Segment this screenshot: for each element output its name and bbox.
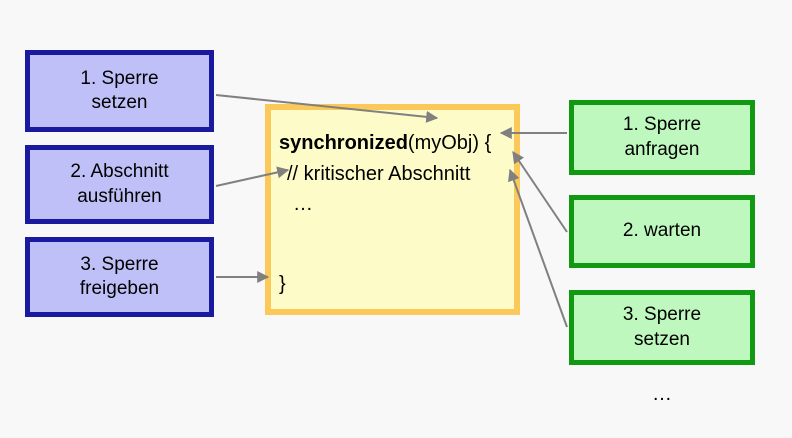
left-step-box-2: 2. Abschnitt ausführen (25, 145, 214, 224)
code-line-3-ellipsis: … (293, 193, 313, 215)
left-step-box-3-line-1: 3. Sperre (80, 253, 159, 275)
right-step-box-1-line-1: 1. Sperre (622, 114, 702, 136)
left-step-box-1-line-1: 1. Sperre (80, 67, 159, 89)
left-step-box-1: 1. Sperre setzen (25, 50, 214, 132)
left-step-box-3-line-2: freigeben (79, 278, 160, 299)
right-step-box-1: 1. Sperre anfragen (569, 100, 755, 175)
code-line-1: synchronized(myObj) { (279, 133, 491, 153)
arrow-right-2-to-code (512, 151, 568, 233)
code-keyword-synchronized: synchronized (279, 132, 408, 154)
code-line-4-closing-brace: } (279, 273, 286, 295)
right-step-box-1-line-2: anfragen (624, 138, 700, 160)
left-step-box-2-line-1: 2. Abschnitt (70, 161, 169, 183)
code-block: synchronized(myObj) { // kritischer Absc… (265, 104, 520, 315)
code-line-1-rest: (myObj) { (407, 132, 492, 154)
right-step-box-2-line-1: 2. warten (622, 220, 702, 242)
right-step-box-3-line-2: setzen (634, 328, 690, 350)
right-step-box-2: 2. warten (569, 195, 755, 268)
right-step-box-3-line-1: 3. Sperre (622, 304, 702, 326)
right-trailing-ellipsis: … (652, 383, 672, 405)
code-line-2-comment: // kritischer Abschnitt (287, 163, 471, 185)
left-step-box-3: 3. Sperre freigeben (25, 237, 214, 317)
right-step-box-3: 3. Sperre setzen (569, 290, 755, 365)
left-step-box-1-line-2: setzen (91, 92, 148, 113)
left-step-box-2-line-2: ausführen (77, 185, 162, 207)
